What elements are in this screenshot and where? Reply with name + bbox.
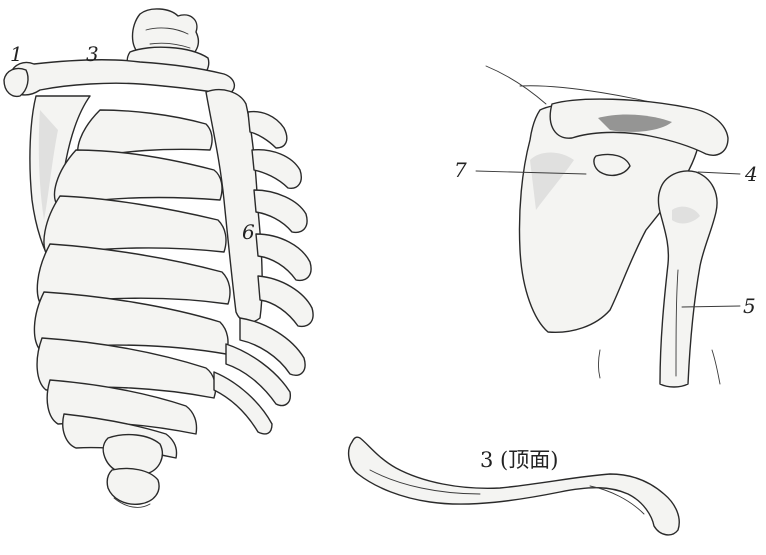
label-1: 1 bbox=[10, 44, 23, 64]
clavicle-caption: 3 (顶面) bbox=[480, 450, 558, 471]
label-7: 7 bbox=[454, 160, 467, 180]
label-5: 5 bbox=[743, 296, 756, 316]
label-6: 6 bbox=[242, 222, 255, 242]
label-3: 3 bbox=[86, 44, 99, 64]
shoulder-joint bbox=[486, 66, 728, 387]
rib-cage bbox=[4, 9, 313, 507]
label-4: 4 bbox=[745, 164, 758, 184]
